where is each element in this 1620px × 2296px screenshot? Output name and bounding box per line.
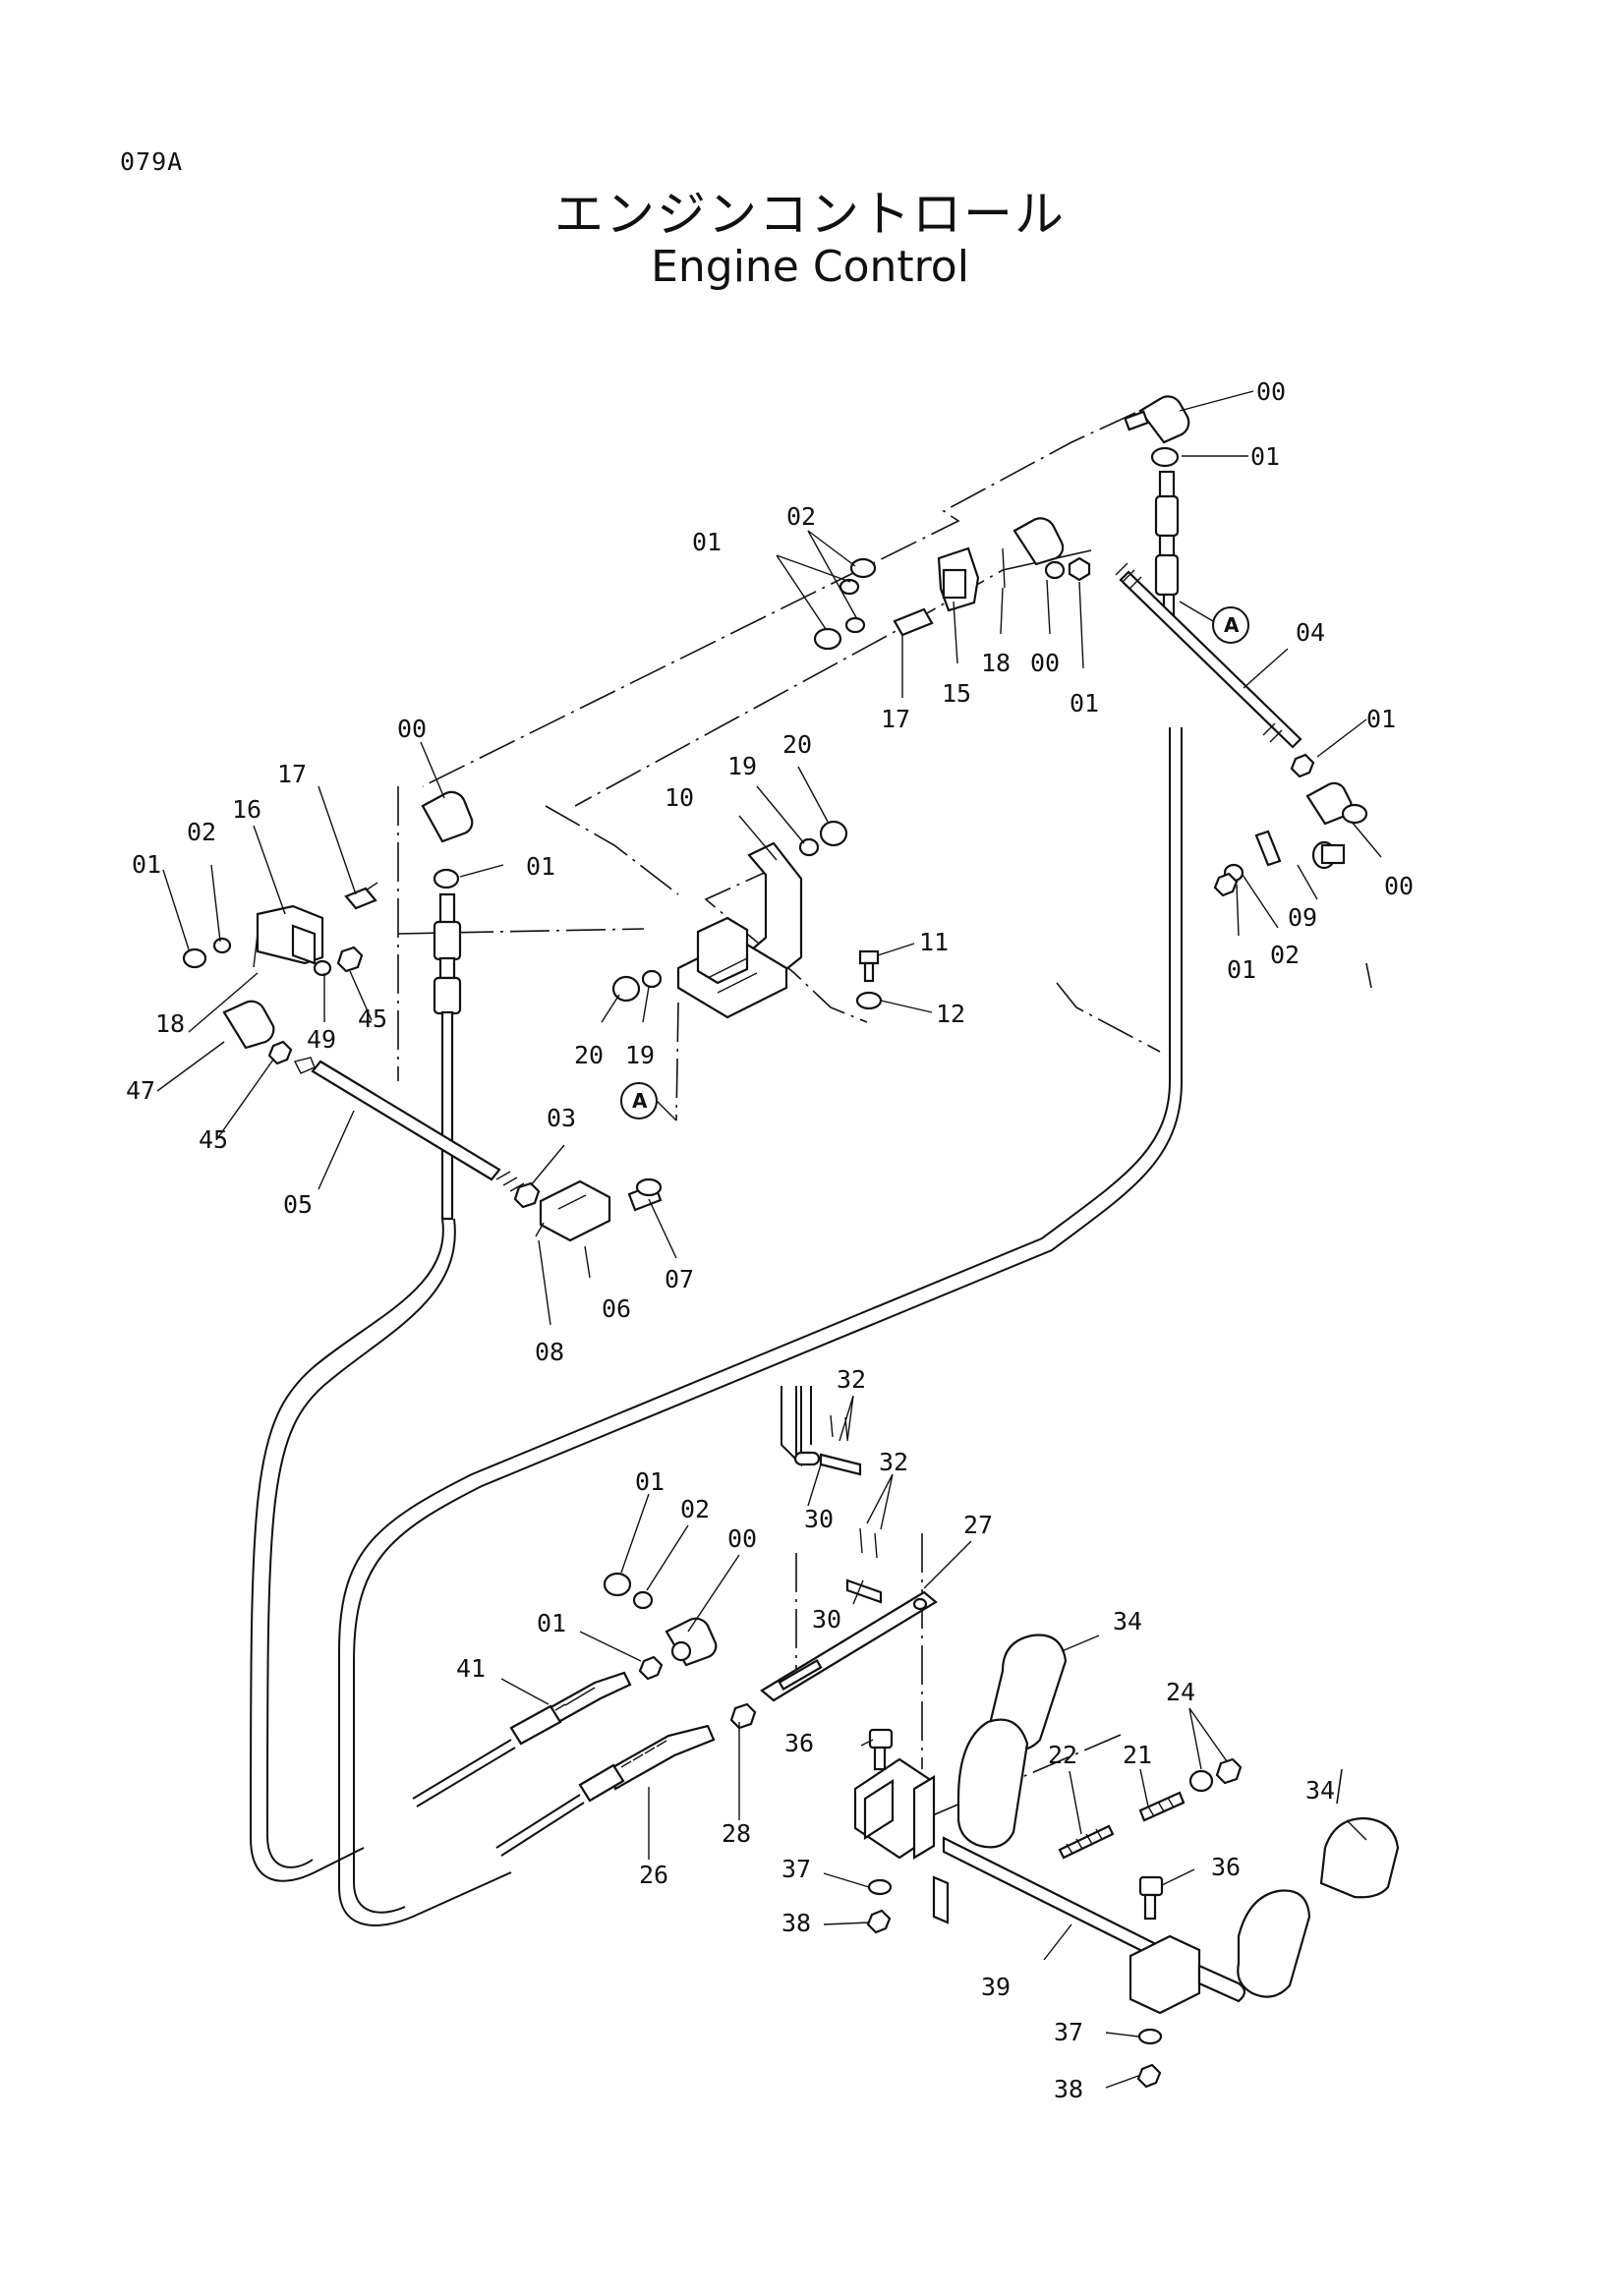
callout-41: 41 bbox=[456, 1654, 486, 1683]
callout-47: 47 bbox=[126, 1076, 155, 1105]
callout-32: 32 bbox=[879, 1448, 908, 1476]
svg-text:A: A bbox=[1224, 613, 1240, 637]
callout-17: 17 bbox=[881, 705, 910, 733]
reference-mark-a-upper: A bbox=[1179, 601, 1249, 644]
callout-21: 21 bbox=[1123, 1741, 1152, 1769]
control-cables bbox=[249, 727, 1183, 1926]
callout-34: 34 bbox=[1113, 1607, 1142, 1636]
callout-38: 38 bbox=[781, 1909, 811, 1937]
callout-12: 12 bbox=[936, 1000, 965, 1028]
leader-lines bbox=[156, 390, 1382, 2089]
callout-36: 36 bbox=[1211, 1853, 1241, 1881]
callout-15: 15 bbox=[942, 679, 971, 708]
callout-00: 00 bbox=[1256, 377, 1286, 406]
callout-17: 17 bbox=[277, 760, 307, 788]
left-cable-end bbox=[433, 892, 462, 1221]
rod-04-assembly bbox=[1115, 562, 1368, 897]
callout-19: 19 bbox=[625, 1041, 655, 1069]
callout-45: 45 bbox=[358, 1004, 387, 1033]
callout-34: 34 bbox=[1305, 1776, 1335, 1805]
callout-36: 36 bbox=[784, 1729, 814, 1757]
callout-19: 19 bbox=[727, 752, 757, 780]
callout-16: 16 bbox=[232, 795, 261, 824]
callout-26: 26 bbox=[639, 1861, 668, 1889]
callout-20: 20 bbox=[782, 730, 812, 759]
callout-05: 05 bbox=[283, 1190, 313, 1219]
callout-28: 28 bbox=[722, 1819, 751, 1848]
upper-right-cable-end bbox=[1124, 395, 1190, 618]
callout-32: 32 bbox=[837, 1365, 866, 1394]
title-english: Engine Control bbox=[651, 242, 969, 292]
callout-06: 06 bbox=[602, 1294, 631, 1323]
pedal-assembly bbox=[853, 1634, 1400, 2089]
callout-10: 10 bbox=[665, 783, 694, 812]
center-bracket-assembly bbox=[611, 820, 883, 1019]
callout-30: 30 bbox=[804, 1505, 834, 1533]
callout-01: 01 bbox=[1070, 689, 1099, 718]
callout-37: 37 bbox=[781, 1855, 811, 1883]
callout-01: 01 bbox=[537, 1609, 566, 1637]
callout-02: 02 bbox=[187, 818, 216, 846]
callout-08: 08 bbox=[535, 1338, 564, 1366]
left-bracket-assembly bbox=[182, 790, 474, 1065]
callout-00: 00 bbox=[1030, 649, 1060, 677]
callout-00: 00 bbox=[397, 715, 427, 743]
callout-37: 37 bbox=[1054, 2018, 1083, 2046]
callout-45: 45 bbox=[199, 1125, 228, 1154]
callout-20: 20 bbox=[574, 1041, 604, 1069]
lower-link-assembly bbox=[729, 1386, 938, 1730]
callout-18: 18 bbox=[981, 649, 1011, 677]
callout-18: 18 bbox=[155, 1009, 185, 1038]
callout-01: 01 bbox=[635, 1467, 665, 1496]
callout-49: 49 bbox=[307, 1025, 336, 1054]
callout-01: 01 bbox=[1366, 705, 1396, 733]
callout-22: 22 bbox=[1048, 1741, 1077, 1769]
callout-04: 04 bbox=[1296, 618, 1325, 647]
callout-01: 01 bbox=[1250, 442, 1280, 471]
callout-27: 27 bbox=[963, 1511, 993, 1539]
callout-00: 00 bbox=[727, 1524, 757, 1553]
callout-01: 01 bbox=[132, 850, 161, 879]
callout-38: 38 bbox=[1054, 2075, 1083, 2103]
title-japanese: エンジンコントロール bbox=[554, 186, 1066, 243]
upper-center-linkage bbox=[813, 517, 1091, 651]
callout-30: 30 bbox=[812, 1605, 841, 1634]
part-callouts: 00 01 02 01 18 00 01 17 15 04 01 00 09 0… bbox=[126, 377, 1414, 2103]
reference-mark-a-lower: A bbox=[620, 1082, 677, 1121]
page-code: 079A bbox=[120, 147, 184, 176]
callout-24: 24 bbox=[1166, 1678, 1195, 1706]
callout-39: 39 bbox=[981, 1973, 1011, 2001]
callout-00: 00 bbox=[1384, 872, 1414, 900]
callout-02: 02 bbox=[786, 502, 816, 531]
callout-02: 02 bbox=[680, 1495, 710, 1523]
callout-01: 01 bbox=[1227, 955, 1256, 984]
callout-01: 01 bbox=[526, 852, 555, 881]
callout-03: 03 bbox=[547, 1104, 576, 1132]
callout-07: 07 bbox=[665, 1265, 694, 1293]
rod-05-assembly bbox=[293, 1057, 663, 1242]
lower-cable-ends bbox=[412, 1572, 718, 1857]
callout-01: 01 bbox=[692, 528, 722, 556]
callout-11: 11 bbox=[919, 928, 949, 956]
svg-text:A: A bbox=[632, 1089, 648, 1113]
callout-09: 09 bbox=[1288, 903, 1317, 932]
callout-02: 02 bbox=[1270, 941, 1300, 969]
